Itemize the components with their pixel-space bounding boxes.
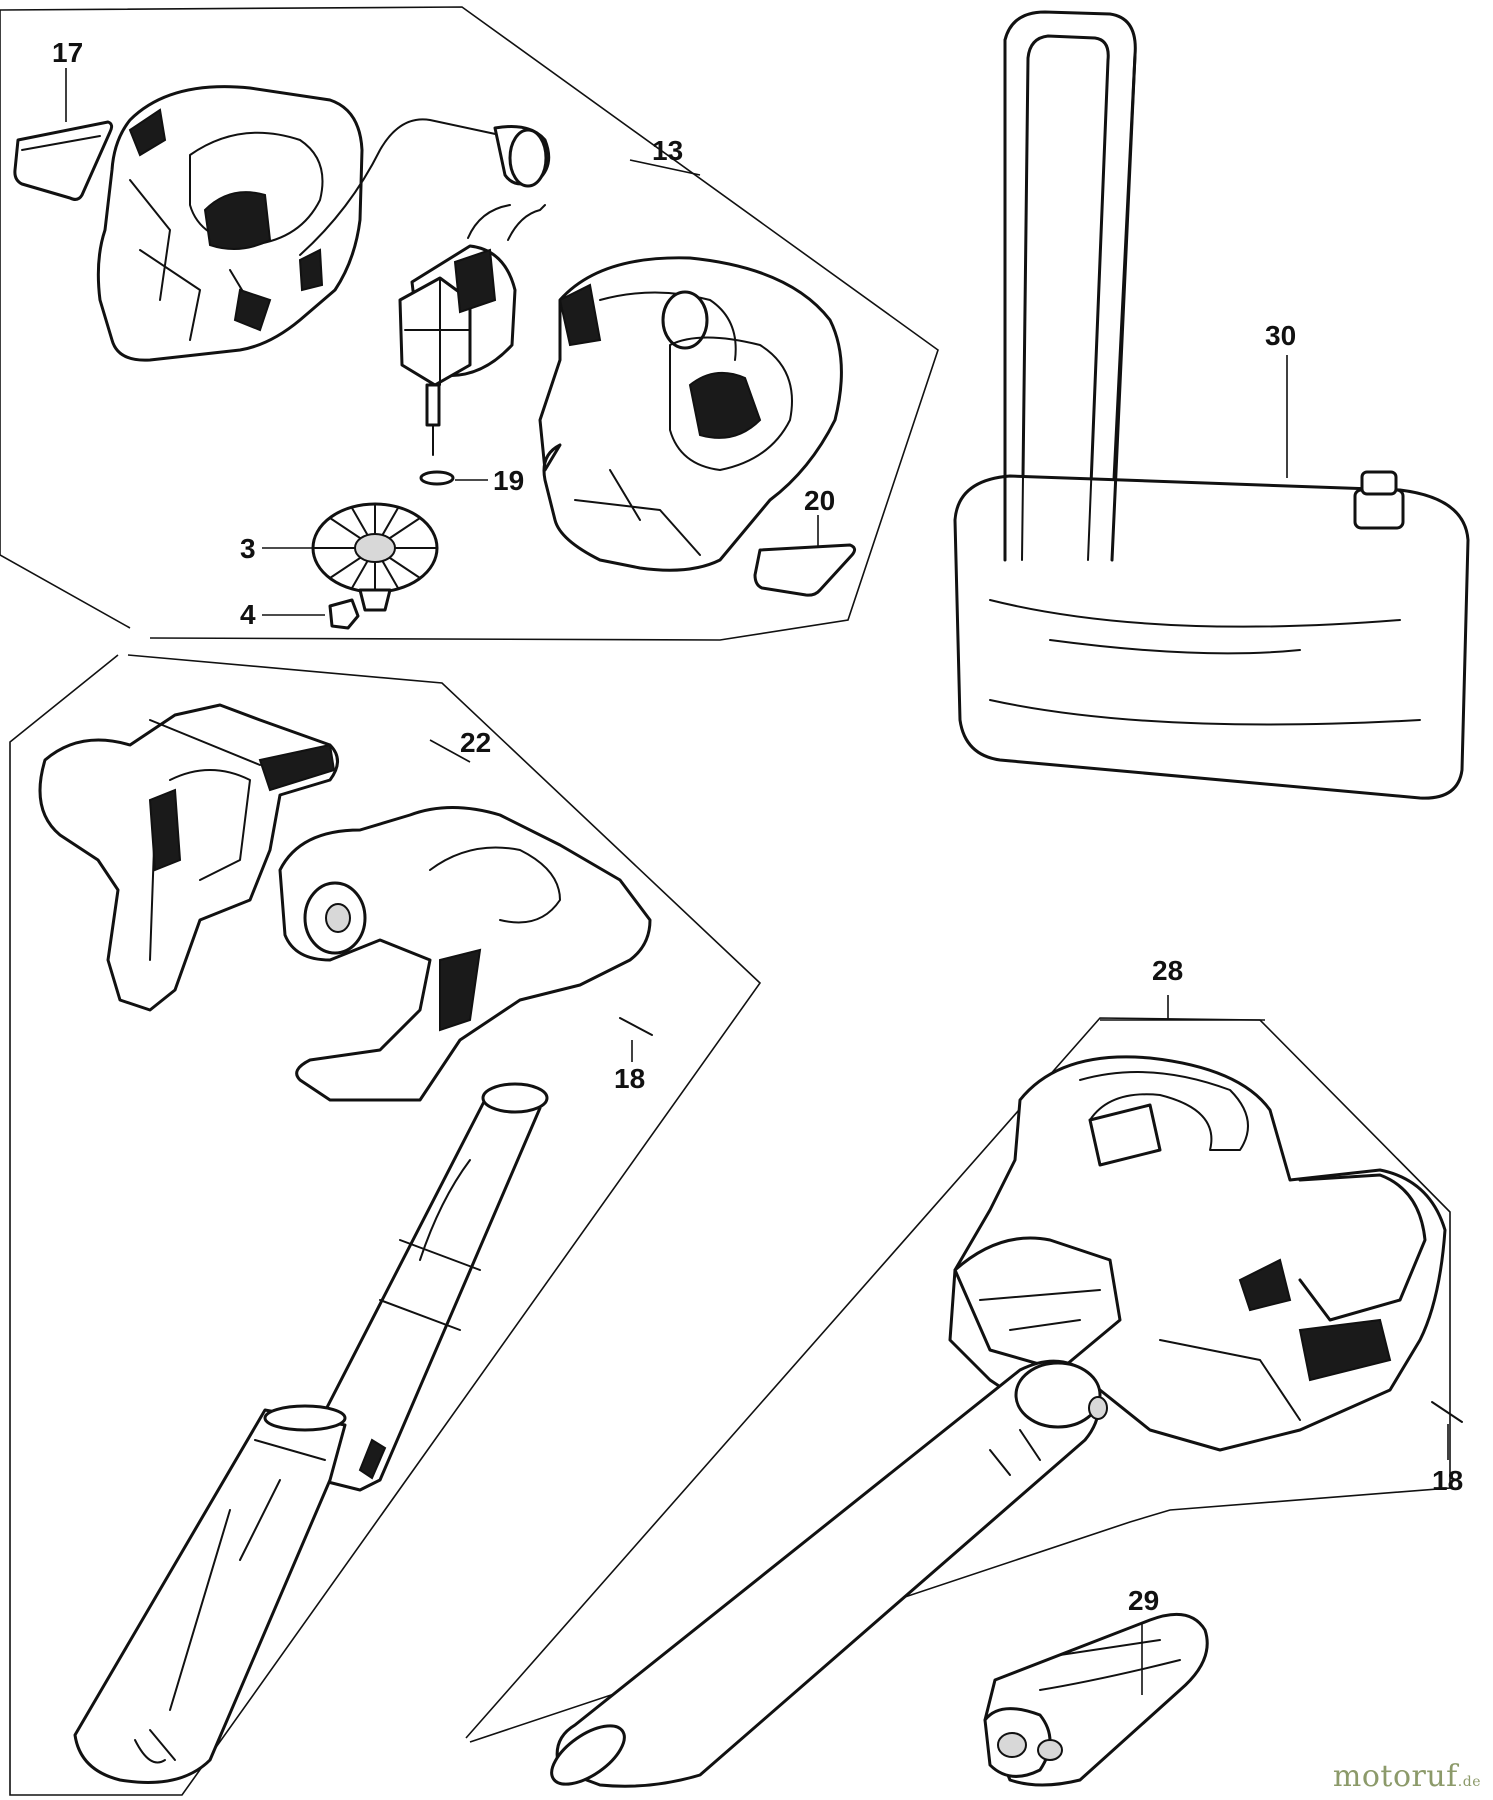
part-29-nozzle bbox=[983, 1612, 1209, 1787]
cord-plug bbox=[493, 125, 551, 188]
part-number-19: 19 bbox=[493, 465, 524, 496]
housing-half-right bbox=[538, 256, 843, 572]
housing-half-left bbox=[96, 85, 364, 362]
blower-tube bbox=[550, 1359, 1108, 1788]
part-18-screw-b bbox=[1431, 1401, 1463, 1423]
part-number-13: 13 bbox=[652, 135, 683, 166]
part-19-washer bbox=[419, 470, 455, 486]
tube-handle-right bbox=[278, 806, 652, 1102]
power-cord bbox=[299, 118, 501, 256]
group-border-motor bbox=[0, 6, 939, 641]
part-17-cover bbox=[13, 120, 114, 201]
part-20-cover bbox=[753, 543, 857, 597]
part-number-17: 17 bbox=[52, 37, 83, 68]
part-number-4: 4 bbox=[240, 599, 256, 630]
leader-22 bbox=[429, 739, 471, 763]
watermark-suffix: .de bbox=[1457, 1774, 1481, 1790]
part-number-3: 3 bbox=[240, 533, 256, 564]
part-28-blower-housing bbox=[948, 1055, 1447, 1452]
motor bbox=[398, 204, 546, 456]
part-number-18-a: 18 bbox=[614, 1063, 645, 1094]
watermark-main: motoruf bbox=[1332, 1759, 1458, 1794]
group-border-tubes bbox=[9, 654, 762, 1796]
part-number-22: 22 bbox=[460, 727, 491, 758]
tube-lower bbox=[73, 1404, 347, 1784]
watermark-logo: motoruf.de bbox=[1333, 1759, 1481, 1794]
part-number-20: 20 bbox=[804, 485, 835, 516]
part-18-screw-a bbox=[619, 1017, 653, 1036]
tube-housing-left bbox=[38, 703, 339, 1012]
part-number-29: 29 bbox=[1128, 1585, 1159, 1616]
part-number-28: 28 bbox=[1152, 955, 1183, 986]
part-number-18-b: 18 bbox=[1432, 1465, 1463, 1496]
part-3-fan bbox=[311, 502, 439, 612]
group-border-blower bbox=[465, 1017, 1451, 1743]
part-30-collection-bag bbox=[953, 10, 1470, 800]
part-number-30: 30 bbox=[1265, 320, 1296, 351]
part-4-nut bbox=[328, 598, 360, 630]
leader-13 bbox=[629, 159, 701, 176]
